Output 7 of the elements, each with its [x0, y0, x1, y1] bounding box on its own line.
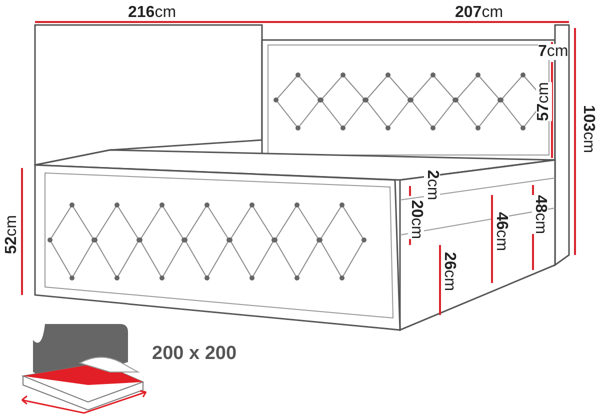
dimension-label: 7cm — [538, 44, 568, 60]
dimension-label: 2cm — [424, 170, 440, 200]
dimension-label: 48cm — [532, 195, 548, 234]
mattress-size-label: 200 x 200 — [152, 343, 237, 365]
dimension-label: 20cm — [408, 200, 424, 240]
dimension-label: 57cm — [536, 82, 552, 122]
dimension-label: 46cm — [493, 212, 509, 252]
